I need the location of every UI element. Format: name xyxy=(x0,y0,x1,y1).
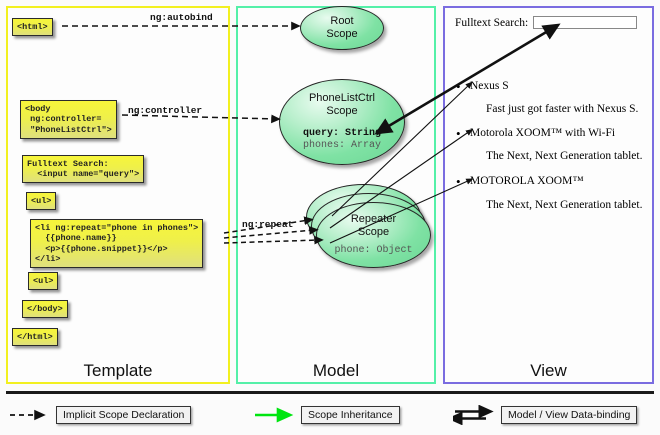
view-column xyxy=(443,6,654,384)
column-label-template: Template xyxy=(83,361,153,380)
legend-item-model-view-data-binding: Model / View Data-binding xyxy=(453,405,638,425)
code-box-body-close: </body> xyxy=(22,300,68,318)
edge-label-ng-autobind: ng:autobind xyxy=(150,12,213,23)
phonelistctrl-scope-node: PhoneListCtrl Scope query: String phones… xyxy=(279,79,405,165)
code-box-body-open: <body ng:controller= "PhoneListCtrl"> xyxy=(20,100,117,139)
dashed-arrow-icon xyxy=(10,409,46,421)
bullet-icon: • xyxy=(456,79,461,94)
phonelistctrl-prop-query: query: String xyxy=(302,128,381,139)
code-box-ul-close: <ul> xyxy=(28,272,59,290)
view-search-input[interactable] xyxy=(533,16,638,29)
view-item-1-desc: The Next, Next Generation tablet. xyxy=(486,150,643,162)
view-list-item-name: • Nexus S xyxy=(456,79,650,94)
legend: Implicit Scope Declaration Scope Inherit… xyxy=(0,398,660,435)
legend-divider xyxy=(6,391,654,394)
legend-label-model-view-data-binding: Model / View Data-binding xyxy=(501,406,638,424)
view-item-2-desc: The Next, Next Generation tablet. xyxy=(486,199,643,211)
view-item-0-name: Nexus S xyxy=(470,80,509,92)
view-search-label: Fulltext Search: xyxy=(455,16,529,29)
bullet-icon: • xyxy=(456,174,461,189)
view-list-item-name: • MOTOROLA XOOM™ xyxy=(456,174,650,189)
double-arrow-icon xyxy=(453,405,494,425)
code-box-html-close: </html> xyxy=(12,328,58,346)
view-item-2-name: MOTOROLA XOOM™ xyxy=(470,175,584,187)
phonelistctrl-title-line2: Scope xyxy=(326,105,358,117)
legend-item-implicit-scope-declaration: Implicit Scope Declaration xyxy=(8,405,192,425)
view-item-1-name: Motorola XOOM™ with Wi-Fi xyxy=(470,127,616,139)
legend-item-scope-inheritance: Scope Inheritance xyxy=(253,405,400,425)
view-search-row: Fulltext Search: xyxy=(455,16,647,29)
legend-label-scope-inheritance: Scope Inheritance xyxy=(301,406,400,424)
phonelistctrl-prop-phones: phones: Array xyxy=(302,140,381,151)
repeater-scope-title-line2: Scope xyxy=(357,226,390,238)
edge-label-ng-controller: ng:controller xyxy=(128,105,203,116)
root-scope-title-line2: Scope xyxy=(326,28,358,40)
repeater-scope-prop-phone: phone: Object xyxy=(334,245,413,256)
view-list-item-name: • Motorola XOOM™ with Wi-Fi xyxy=(456,126,650,141)
column-label-model: Model xyxy=(312,361,360,380)
view-item-0-desc: Fast just got faster with Nexus S. xyxy=(486,103,639,115)
root-scope-title-line1: Root xyxy=(330,15,354,27)
code-box-html-open: <html> xyxy=(12,18,53,36)
column-label-view: View xyxy=(530,361,567,380)
root-scope-node: Root Scope xyxy=(300,6,384,50)
code-box-fulltext-search: Fulltext Search: <input name="query"> xyxy=(22,155,145,183)
code-box-li-repeat: <li ng:repeat="phone in phones"> {{phone… xyxy=(30,219,204,268)
legend-label-implicit-scope-declaration: Implicit Scope Declaration xyxy=(56,406,192,424)
repeater-scope-title-line1: Repeater xyxy=(350,213,397,225)
phonelistctrl-title-line1: PhoneListCtrl xyxy=(308,92,376,104)
solid-green-arrow-icon xyxy=(255,407,294,423)
code-box-ul-open: <ul> xyxy=(26,192,57,210)
bullet-icon: • xyxy=(456,126,461,141)
repeater-scope-node: Repeater Scope phone: Object xyxy=(316,202,431,268)
edge-label-ng-repeat: ng:repeat xyxy=(242,219,294,230)
